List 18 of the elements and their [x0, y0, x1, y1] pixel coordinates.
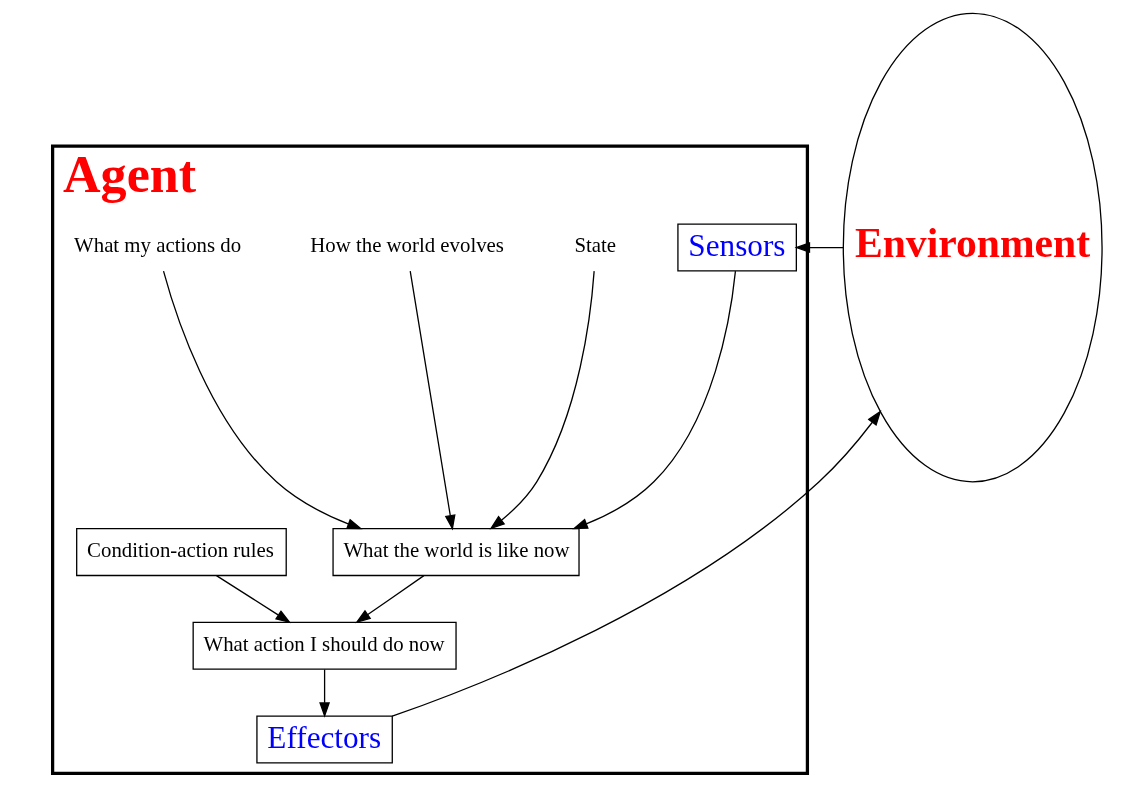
node-box: What the world is like now — [332, 528, 580, 577]
arrow — [794, 242, 844, 253]
node-box: Condition-action rules — [76, 528, 287, 577]
arrow — [391, 410, 882, 717]
node-text: What my actions do — [74, 233, 242, 258]
arrow — [572, 270, 737, 530]
arrow — [162, 270, 363, 530]
arrow — [409, 270, 456, 531]
arrow — [215, 575, 292, 624]
node-text: How the world evolves — [310, 233, 504, 258]
arrow — [319, 668, 331, 718]
arrow — [355, 575, 425, 624]
node-text: State — [574, 233, 617, 258]
arrow — [489, 270, 595, 530]
node-box: Effectors — [256, 715, 393, 764]
node-box: Sensors — [677, 223, 797, 272]
node-ellipse: Environment — [842, 12, 1103, 483]
node-box: What action I should do now — [192, 621, 457, 670]
